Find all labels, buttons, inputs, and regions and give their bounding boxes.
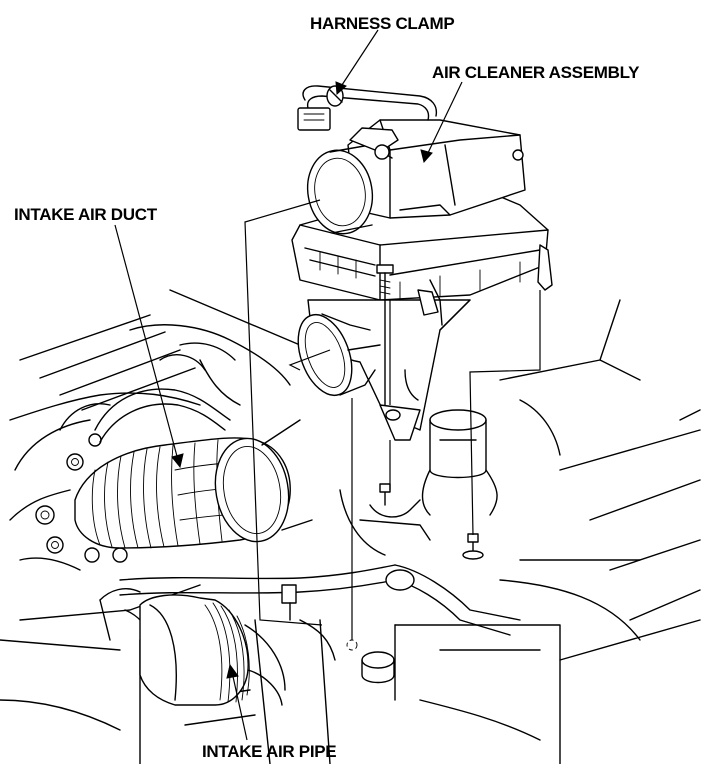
intake-air-duct: [74, 419, 313, 549]
intake-air-pipe: [139, 594, 286, 706]
label-air-cleaner-assembly: AIR CLEANER ASSEMBLY: [432, 63, 640, 82]
alignment-leaders: [244, 199, 541, 651]
label-harness-clamp: HARNESS CLAMP: [310, 14, 454, 33]
air-cleaner-assembly: [291, 119, 553, 441]
engine-bay-background: [0, 289, 701, 764]
callout-arrows: [114, 29, 463, 741]
label-intake-air-pipe: INTAKE AIR PIPE: [202, 742, 336, 761]
label-intake-air-duct: INTAKE AIR DUCT: [14, 205, 158, 224]
